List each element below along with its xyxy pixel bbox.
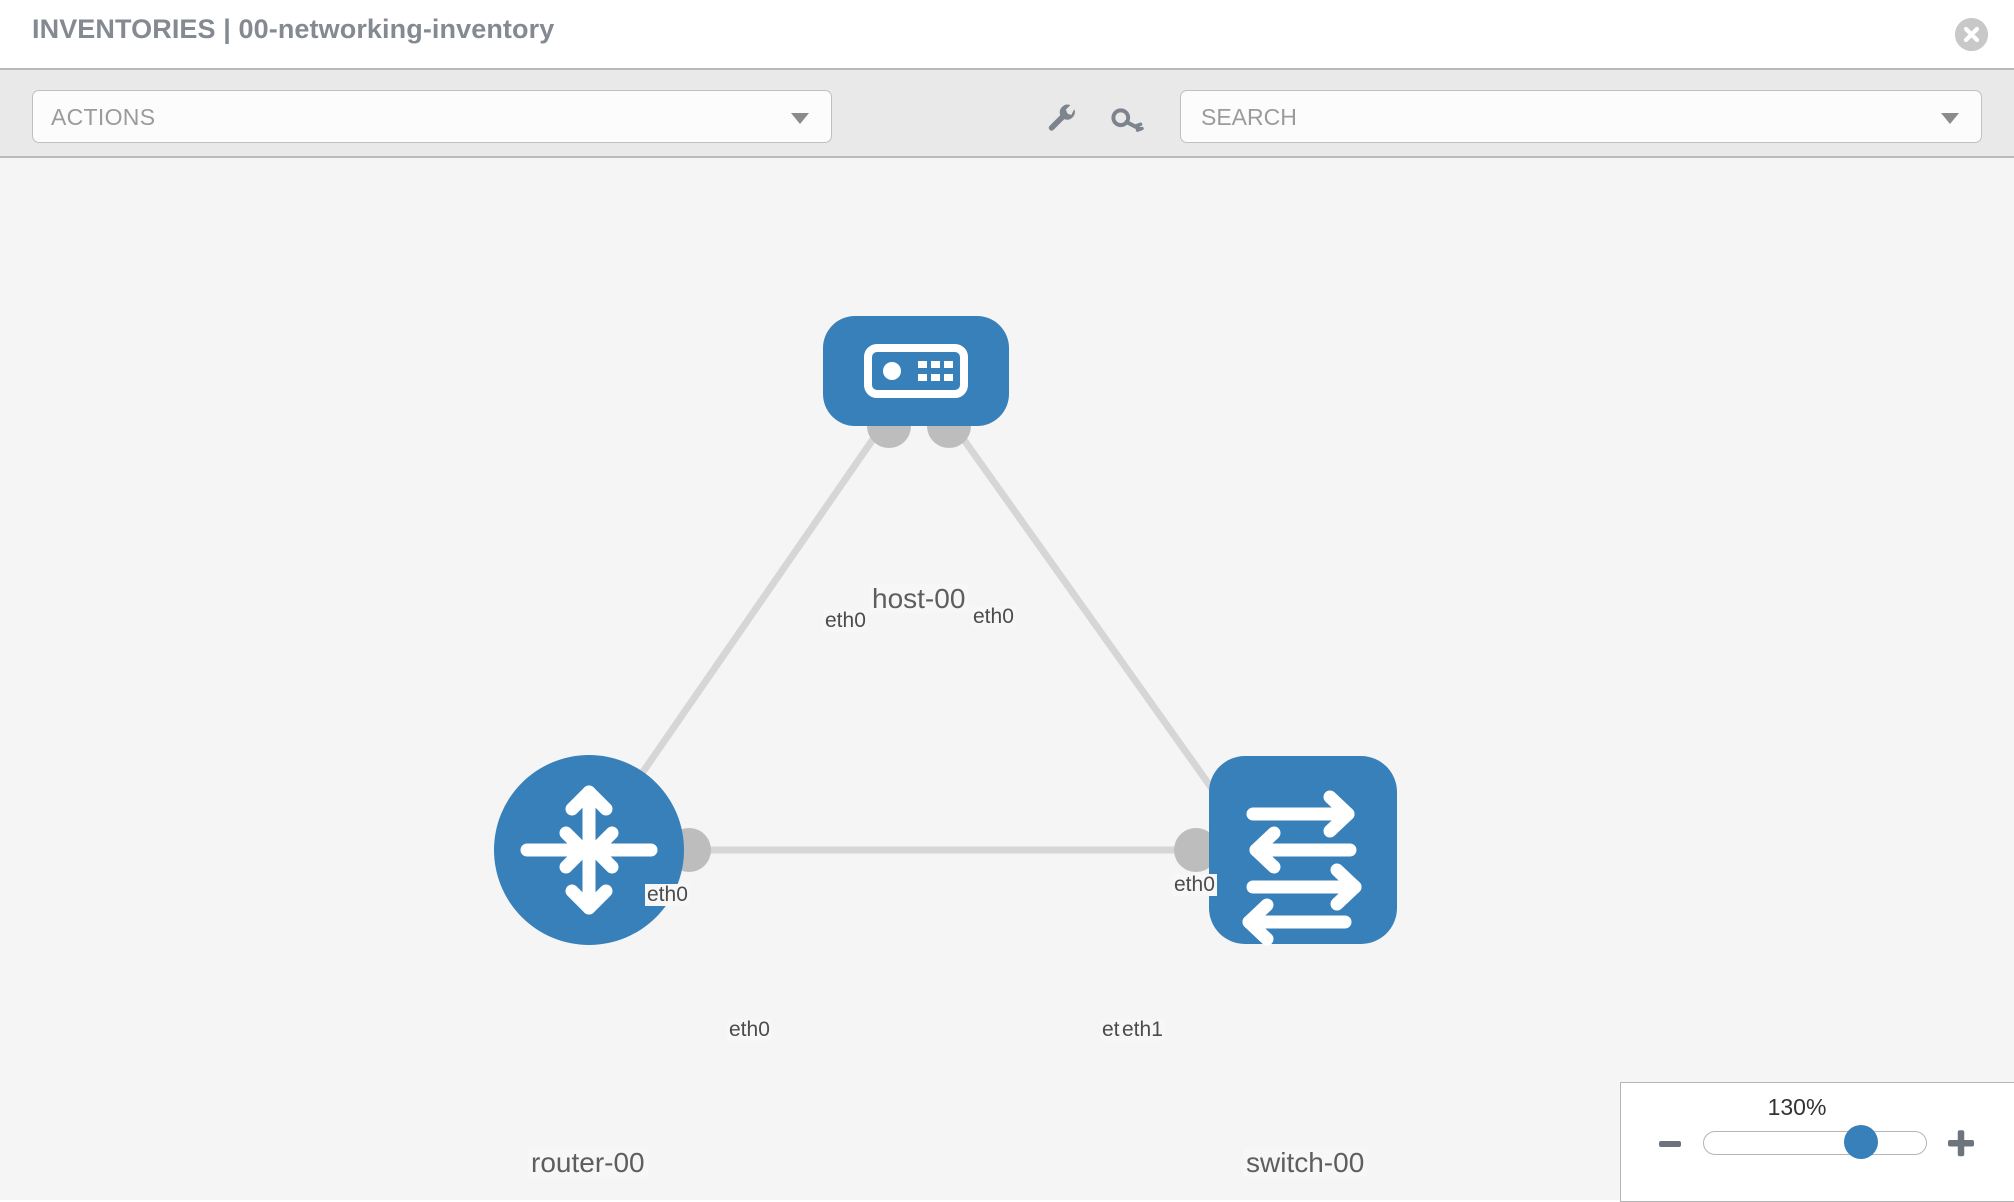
iface-label-host00-eth0-right: eth0 xyxy=(971,605,1016,629)
zoom-slider-handle[interactable] xyxy=(1844,1125,1878,1159)
search-input[interactable] xyxy=(1199,91,1903,144)
toolbar: ACTIONS xyxy=(0,68,2014,158)
iface-label-switch00-eth0-up: eth0 xyxy=(1172,873,1217,897)
topology-ports xyxy=(667,404,1262,872)
topology-graph xyxy=(494,316,1397,946)
iface-label-router00-eth0-up: eth0 xyxy=(645,883,690,907)
server-icon xyxy=(864,344,968,398)
actions-dropdown-label: ACTIONS xyxy=(51,104,156,130)
page-header: INVENTORIES | 00-networking-inventory xyxy=(0,0,2014,68)
node-label-router-00: router-00 xyxy=(528,1148,648,1177)
zoom-level-value: 130% xyxy=(1767,1094,1827,1120)
minus-icon[interactable] xyxy=(1657,1131,1683,1157)
wrench-icon[interactable] xyxy=(1045,103,1079,137)
zoom-control-panel: 130% xyxy=(1620,1082,2014,1202)
search-field-wrapper xyxy=(1180,90,1982,144)
zoom-slider[interactable] xyxy=(1703,1131,1927,1155)
key-icon[interactable] xyxy=(1110,103,1144,137)
chevron-down-icon xyxy=(791,113,809,124)
router-arrows-icon xyxy=(520,785,658,915)
node-router-00[interactable] xyxy=(494,755,684,945)
actions-dropdown[interactable]: ACTIONS xyxy=(32,90,832,143)
iface-label-router00-eth0: eth0 xyxy=(727,1018,772,1042)
plus-icon[interactable] xyxy=(1945,1127,1977,1159)
topology-links xyxy=(586,413,1303,854)
node-host-00[interactable] xyxy=(823,316,1009,426)
node-switch-00[interactable] xyxy=(1209,756,1397,946)
iface-label-switch00-eth-occluded: et xyxy=(1100,1018,1122,1042)
close-icon[interactable] xyxy=(1955,18,1988,51)
search-chevron-down-icon[interactable] xyxy=(1941,113,1959,124)
iface-label-host00-eth0-left: eth0 xyxy=(823,609,868,633)
port-switch00-eth1 xyxy=(1174,828,1218,872)
node-label-switch-00: switch-00 xyxy=(1243,1148,1368,1177)
topology-canvas[interactable]: host-00 router-00 switch-00 eth0 eth0 et… xyxy=(0,158,2014,1200)
node-label-host-00: host-00 xyxy=(869,584,969,613)
link-host00-switch00 xyxy=(944,413,1243,831)
page-title: INVENTORIES | 00-networking-inventory xyxy=(32,14,555,44)
iface-label-switch00-eth1: eth1 xyxy=(1120,1018,1165,1042)
switch-arrows-icon xyxy=(1242,790,1362,946)
